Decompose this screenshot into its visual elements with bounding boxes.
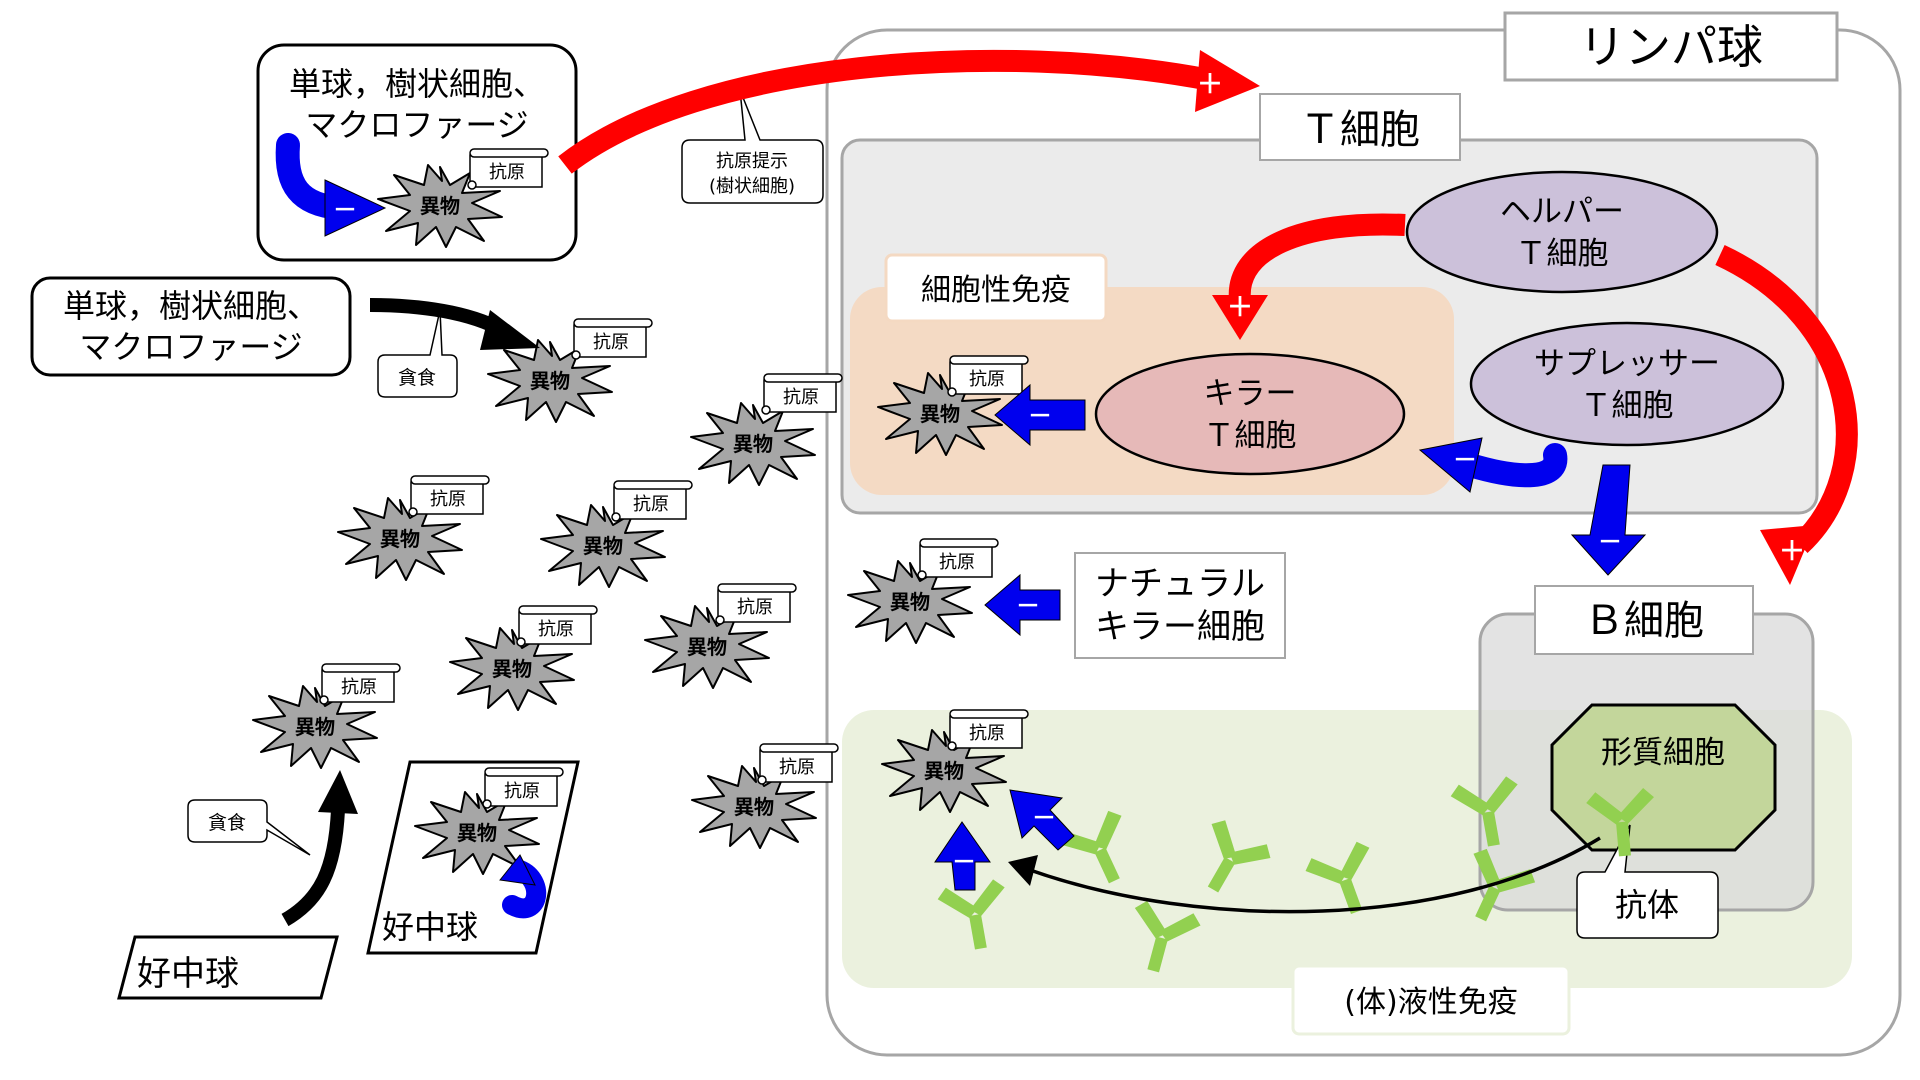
- killer-t-cell-label: Ｔ細胞: [1204, 418, 1297, 454]
- lymphocyte-title-box: [1503, 11, 1839, 82]
- nk-cell-label: ナチュラル: [1095, 564, 1265, 604]
- helper-t-cell: [1405, 170, 1719, 294]
- minus-marker: －: [1453, 446, 1477, 474]
- minus-marker: －: [333, 196, 357, 224]
- monocyte-box-mid: [30, 276, 352, 377]
- helper-to-killer-arrow: [1228, 213, 1406, 302]
- plasma-cell-label: 形質細胞: [1601, 735, 1725, 771]
- foreign-label: 異物: [583, 534, 623, 558]
- foreign-label: 異物: [457, 821, 497, 845]
- helper-to-b-cell-arrow: [1715, 245, 1858, 554]
- cellular-immunity-title-box: [884, 253, 1108, 323]
- antigen-label: 抗原: [633, 494, 669, 515]
- plasma-cell: [1550, 703, 1777, 852]
- suppressor-to-killer-arrowhead: [1418, 437, 1483, 493]
- humoral-immunity-title: (体)液性免疫: [1344, 985, 1517, 1020]
- nk-cell-box: [1074, 552, 1286, 659]
- phagocytosis-arrowhead-mid: [480, 310, 540, 350]
- suppressor-t-cell: [1469, 321, 1785, 447]
- phagocytosis-callout-mid: [377, 309, 458, 398]
- monocyte-inhibit-arrowhead: [324, 179, 387, 237]
- killer-inhibit-arrow: [994, 383, 1086, 447]
- humoral-immunity-title-box: [1291, 964, 1571, 1036]
- foreign-label: 異物: [530, 369, 570, 393]
- antigen-label: 抗原: [538, 619, 574, 640]
- neutrophil-label-box: [117, 935, 339, 1000]
- foreign-label: 異物: [920, 402, 960, 426]
- minus-marker: －: [1016, 592, 1040, 620]
- helper-t-cell-label: ヘルパー: [1500, 194, 1624, 230]
- helper-to-killer-arrowhead: [1212, 295, 1268, 340]
- suppressor-t-cell-label: サプレッサー: [1534, 346, 1720, 382]
- plus-marker: ＋: [1779, 537, 1805, 567]
- antigen-presentation-callout: [681, 89, 824, 204]
- t-cell-title: Ｔ細胞: [1300, 107, 1420, 153]
- antigen-label: 抗原: [489, 162, 525, 183]
- suppressor-t-cell-label: Ｔ細胞: [1581, 388, 1674, 424]
- helper-t-cell-label: Ｔ細胞: [1516, 236, 1609, 272]
- foreign-label: 異物: [295, 715, 335, 739]
- foreign-label: 異物: [420, 194, 460, 218]
- suppressor-to-killer-arrow: [1458, 443, 1568, 488]
- antigen-label: 抗原: [504, 781, 540, 802]
- minus-marker: －: [1598, 528, 1622, 556]
- plus-marker: ＋: [1227, 293, 1253, 323]
- killer-t-cell-label: キラー: [1204, 376, 1297, 412]
- antigen-presentation-arrowhead: [1195, 50, 1260, 112]
- phagocytosis-label-mid: 貪食: [398, 367, 436, 389]
- b-cell-title: Ｂ細胞: [1584, 598, 1704, 644]
- phagocytosis-callout-low: [187, 799, 311, 856]
- phagocytosis-label-low: 貪食: [208, 812, 246, 834]
- phagocytosis-arrow-low: [281, 809, 345, 927]
- monocyte-top-label: マクロファージ: [305, 106, 528, 144]
- antigen-label: 抗原: [593, 332, 629, 353]
- monocyte-mid-label: 単球，樹状細胞、: [63, 287, 319, 325]
- neutrophil-label: 好中球: [137, 954, 239, 994]
- antigen-label: 抗原: [341, 677, 377, 698]
- plus-marker: ＋: [1197, 70, 1223, 100]
- antigen-label: 抗原: [430, 489, 466, 510]
- antibody-label: 抗体: [1615, 886, 1679, 924]
- antigen-label: 抗原: [783, 387, 819, 408]
- helper-to-b-cell-arrowhead: [1760, 525, 1815, 585]
- neutrophil-inhibit-arrowhead: [499, 854, 536, 886]
- antigen-presentation-arrow: [558, 49, 1213, 174]
- foreign-label: 異物: [924, 759, 964, 783]
- antibody-inhibit-arrow: [934, 821, 991, 891]
- antigen-label: 抗原: [737, 597, 773, 618]
- monocyte-top-label: 単球，樹状細胞、: [289, 65, 545, 103]
- antibody-release-arrowhead: [1008, 855, 1038, 886]
- phagocytosis-arrowhead-low: [318, 770, 358, 814]
- antibody-inhibit-arrow: [1009, 789, 1075, 851]
- nk-cell-label: キラー細胞: [1095, 607, 1265, 647]
- foreign-label: 異物: [890, 590, 930, 614]
- foreign-label: 異物: [380, 527, 420, 551]
- suppressor-to-b-cell-arrow: [1570, 464, 1647, 576]
- antibody-release-arrow: [1029, 836, 1601, 914]
- antigen-presentation-label: (樹状細胞): [709, 176, 795, 197]
- antigen-label: 抗原: [969, 369, 1005, 390]
- minus-marker: －: [952, 848, 976, 876]
- minus-marker: －: [504, 876, 524, 900]
- antibody-callout: [1576, 824, 1719, 939]
- minus-marker: －: [1028, 402, 1052, 430]
- foreign-label: 異物: [733, 432, 773, 456]
- nk-inhibit-arrow: [984, 573, 1061, 637]
- minus-marker: －: [1032, 804, 1056, 832]
- antigen-label: 抗原: [779, 757, 815, 778]
- b-cell-title-box: [1534, 585, 1754, 655]
- cellular-immunity-title: 細胞性免疫: [921, 273, 1071, 308]
- neutrophil-inner-label: 好中球: [382, 908, 478, 946]
- antigen-presentation-label: 抗原提示: [716, 151, 788, 172]
- t-cell-title-box: [1259, 93, 1461, 161]
- foreign-label: 異物: [734, 795, 774, 819]
- foreign-label: 異物: [492, 657, 532, 681]
- monocyte-mid-label: マクロファージ: [79, 328, 302, 366]
- killer-t-cell: [1094, 352, 1406, 476]
- antigen-label: 抗原: [969, 723, 1005, 744]
- foreign-label: 異物: [687, 635, 727, 659]
- antigen-label: 抗原: [939, 552, 975, 573]
- lymphocyte-title: リンパ球: [1579, 20, 1763, 74]
